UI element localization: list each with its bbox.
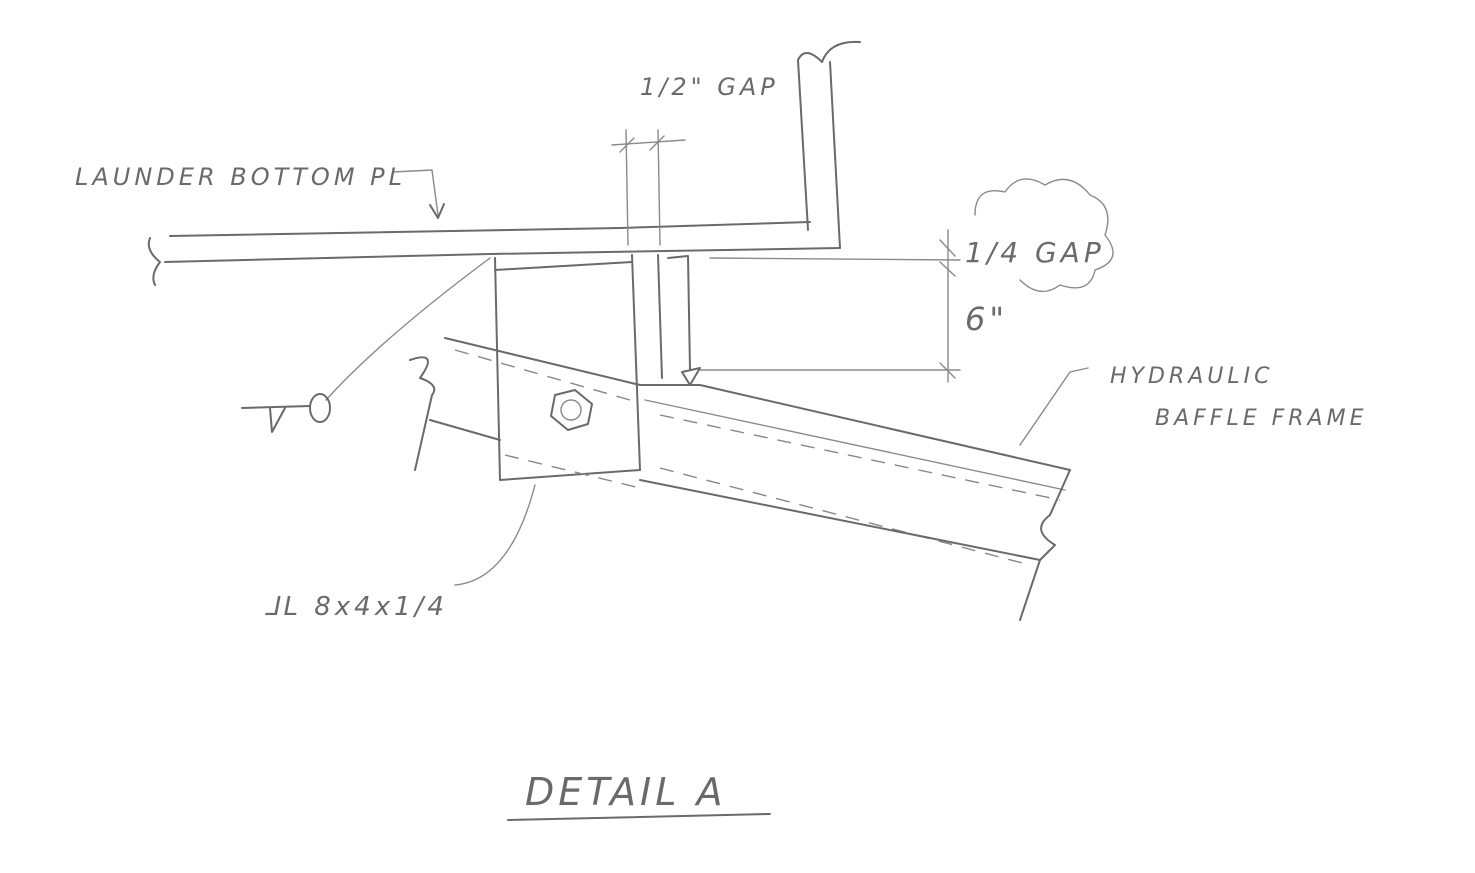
baffle-leader [1019, 367, 1089, 446]
launder-leader [392, 169, 439, 216]
launder-label: LAUNDER BOTTOM PL [75, 163, 406, 191]
vertical-dimensions [699, 229, 961, 383]
vertical-wall [797, 40, 861, 249]
arrowhead [429, 203, 445, 219]
baffle-label-2: BAFFLE FRAME [1155, 406, 1367, 431]
baffle-label-1: HYDRAULIC [1110, 364, 1273, 389]
angle-label: ⅃L 8x4x1/4 [265, 592, 448, 622]
half-gap-dimension [611, 129, 686, 246]
title-underline [507, 813, 771, 821]
revision-cloud [974, 178, 1114, 293]
detail-title: DETAIL A [525, 770, 726, 814]
weld-leader [325, 257, 491, 401]
launder-bottom-plate [147, 221, 841, 286]
bolt-icon [550, 389, 593, 431]
six-inch-label: 6" [965, 300, 1008, 338]
fillet-weld-all-around-symbol [241, 393, 331, 433]
double-angle-plate [494, 254, 701, 481]
hydraulic-baffle-frame [409, 337, 1071, 621]
angle-leader [454, 484, 536, 586]
half-gap-label: 1/2" GAP [640, 73, 779, 101]
quarter-gap-label: 1/4 GAP [965, 236, 1105, 269]
